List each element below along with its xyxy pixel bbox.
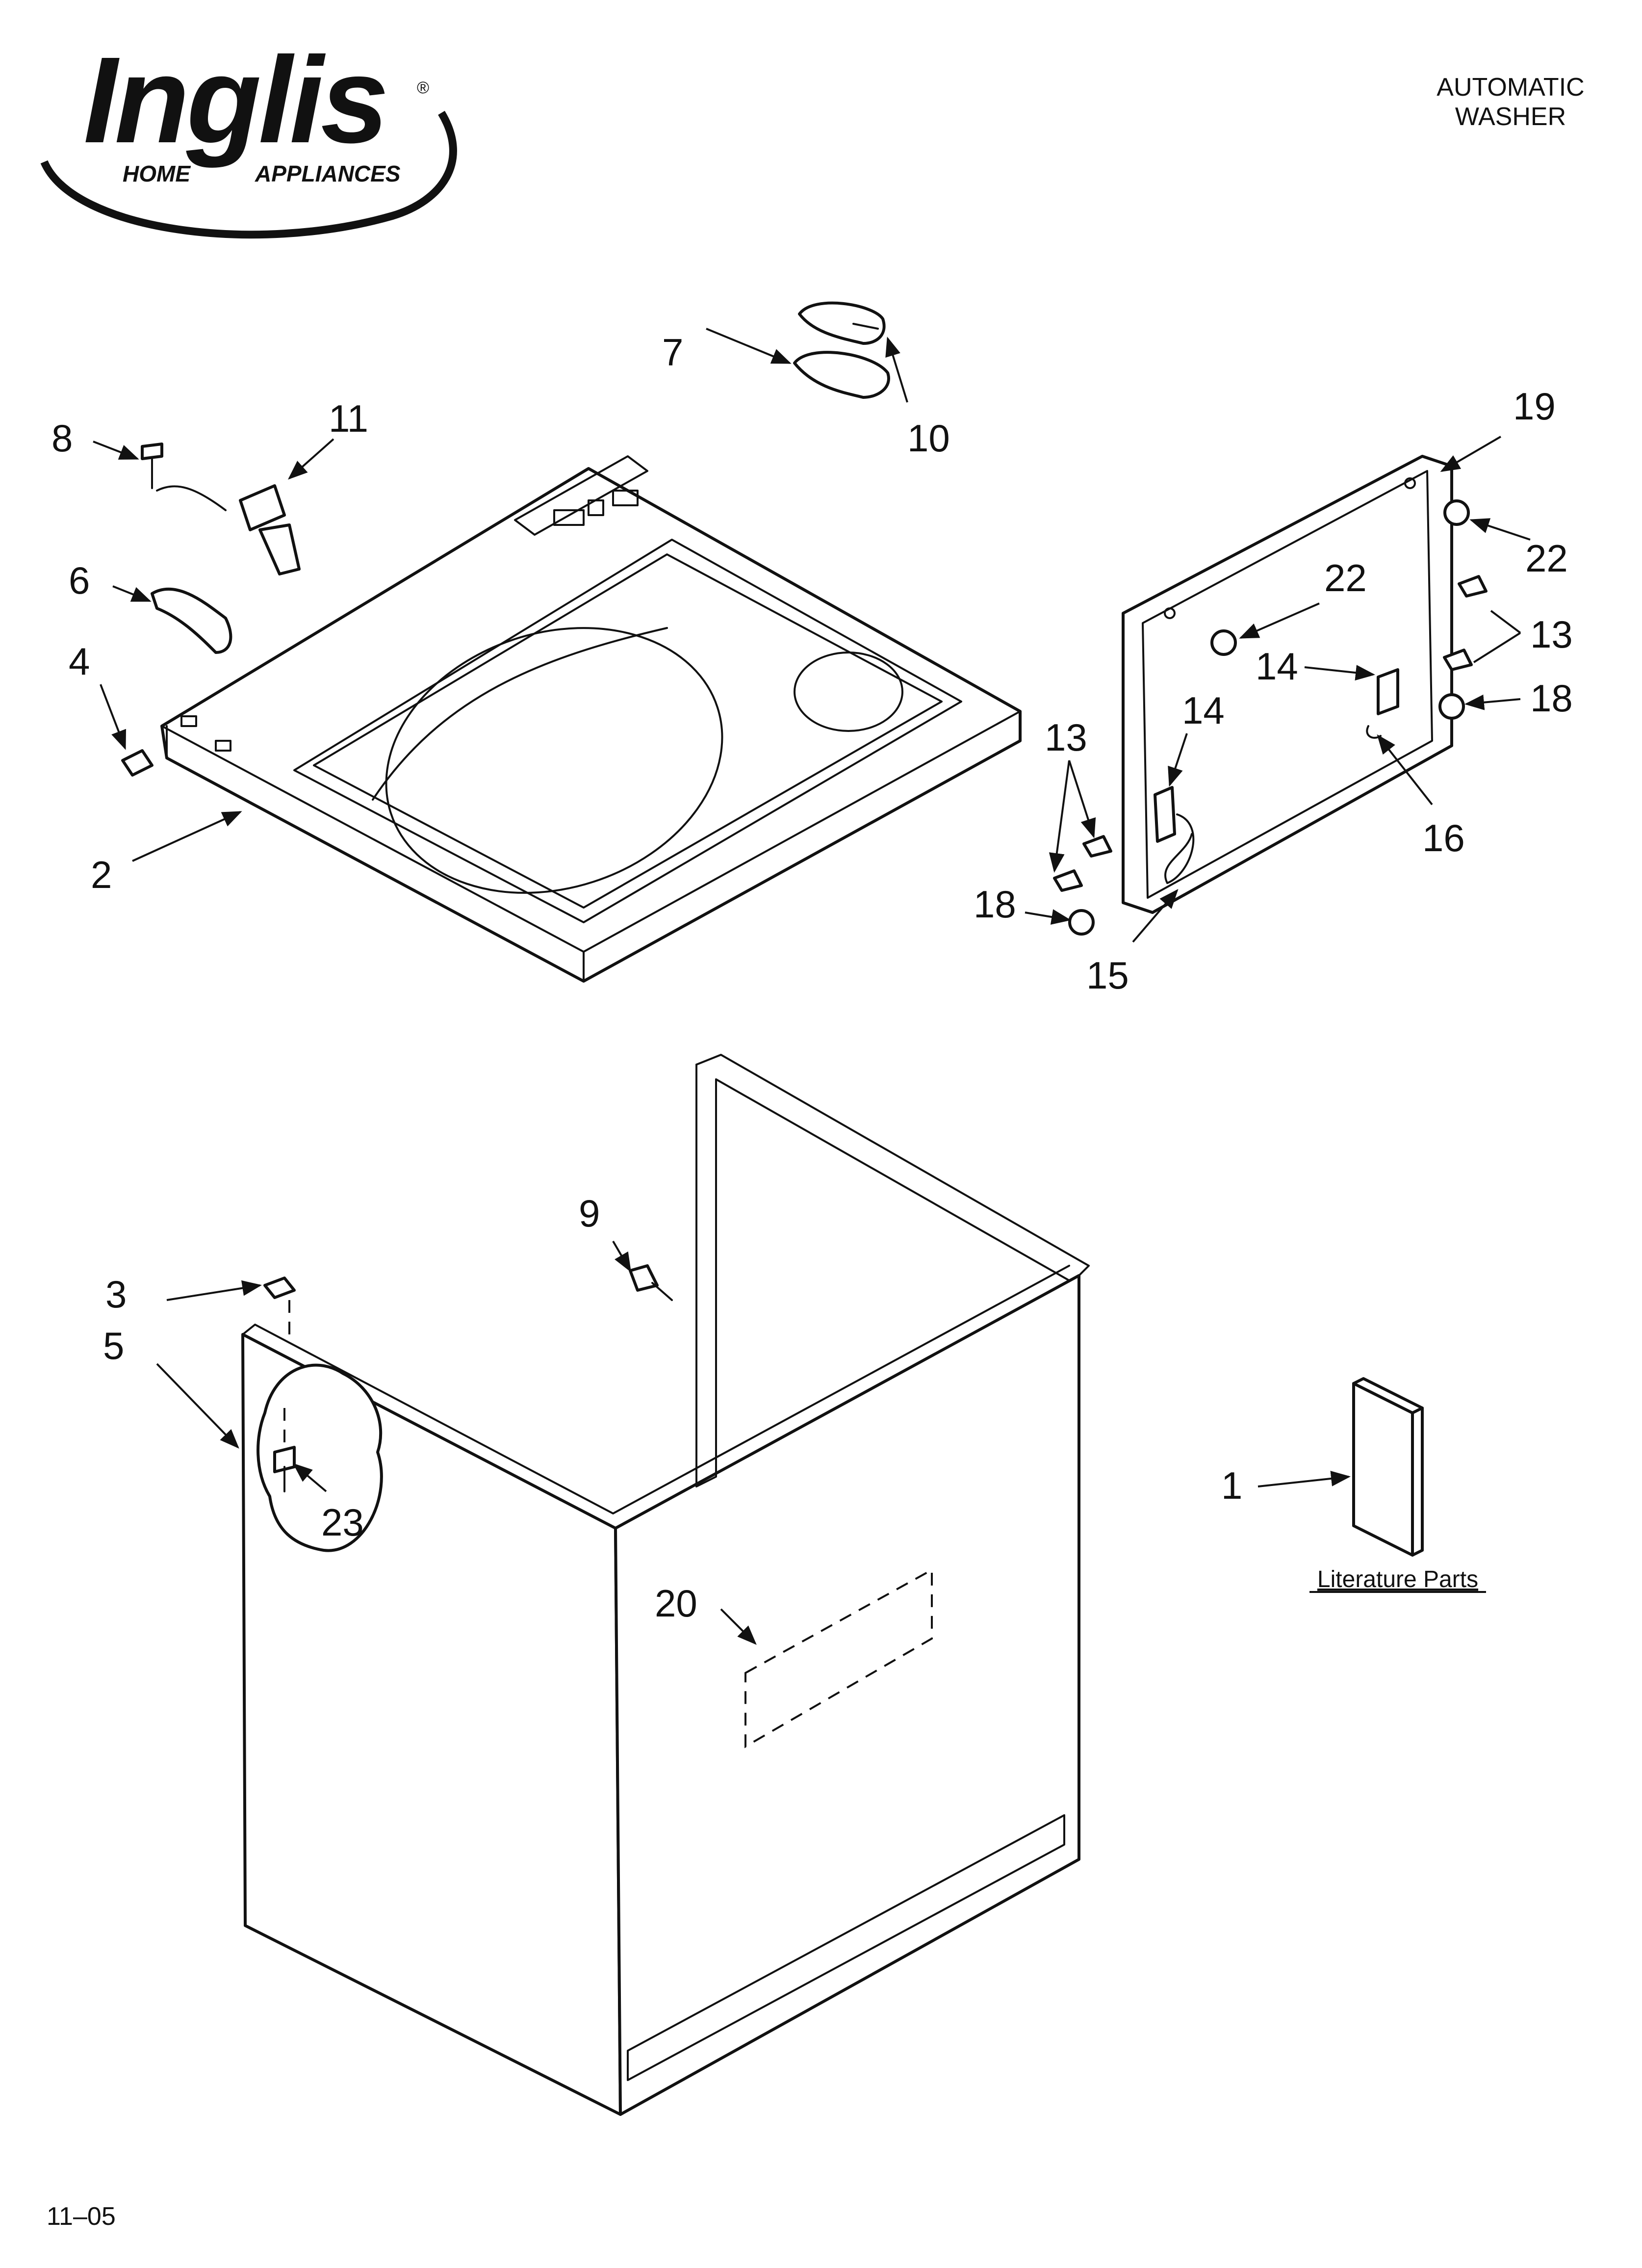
leader-14b [1168,733,1188,787]
callout-23: 23 [321,1501,364,1544]
leader-18b [1025,909,1071,925]
leader-22a [1469,518,1531,541]
hardware [121,301,1488,1557]
callout-16: 16 [1422,816,1465,860]
leader-8 [93,441,139,460]
callout-18a: 18 [1530,677,1573,720]
leader-18a [1464,694,1521,710]
callout-20: 20 [655,1582,697,1625]
top-panel [160,455,1022,983]
callout-18b: 18 [974,883,1016,926]
registered-mark: ® [417,78,429,97]
callout-labels: 7 10 8 11 6 4 2 19 22 22 13 14 18 16 13 … [51,331,1573,1625]
callout-13b: 13 [1045,716,1087,759]
lid [1122,455,1453,914]
callout-5: 5 [103,1324,124,1367]
leader-15 [1132,888,1179,943]
leader-lines [93,328,1531,1645]
leader-13a [1473,610,1521,663]
callout-3: 3 [105,1273,127,1316]
callout-19: 19 [1513,385,1556,428]
callout-7: 7 [662,331,683,374]
callout-9: 9 [579,1192,600,1235]
leader-22b [1239,602,1320,639]
callout-14a: 14 [1256,645,1298,688]
leader-5 [156,1363,239,1449]
leader-13b1 [1068,760,1096,838]
footer-date-code: 11–05 [47,2202,116,2231]
leader-10 [885,337,908,403]
callout-11: 11 [329,397,368,440]
callout-15: 15 [1086,954,1129,997]
leader-6 [112,585,152,602]
callout-6: 6 [69,559,90,602]
callout-1: 1 [1221,1464,1242,1507]
leader-16 [1377,734,1433,806]
callout-14b: 14 [1182,689,1225,732]
leader-7 [706,328,792,364]
leader-23 [292,1463,327,1492]
cabinet [241,1054,1090,2116]
leader-3 [166,1280,262,1301]
callout-22a: 22 [1525,537,1568,580]
brand-sub-home: HOME [123,161,191,186]
leader-11 [288,438,334,480]
leader-9 [612,1240,632,1273]
brand-wordmark: Inglis [83,31,386,168]
callout-22b: 22 [1324,556,1367,600]
title-line-2: WASHER [1455,103,1566,131]
callout-8: 8 [51,417,73,460]
leader-4 [100,684,127,750]
callout-10: 10 [907,417,950,460]
leader-2 [132,811,242,862]
leader-14a [1304,665,1375,681]
literature-parts-label: Literature Parts [1317,1566,1478,1592]
title-line-1: AUTOMATIC [1437,73,1584,102]
callout-4: 4 [69,640,90,683]
leader-1 [1257,1470,1351,1487]
brand-sub-appliances: APPLIANCES [255,161,401,186]
callout-2: 2 [91,853,112,896]
leader-19 [1440,436,1502,472]
callout-13a: 13 [1530,613,1573,656]
brand-logo: Inglis ® HOME APPLIANCES [40,31,457,239]
leader-20 [720,1608,757,1645]
leader-13b2 [1049,760,1070,873]
